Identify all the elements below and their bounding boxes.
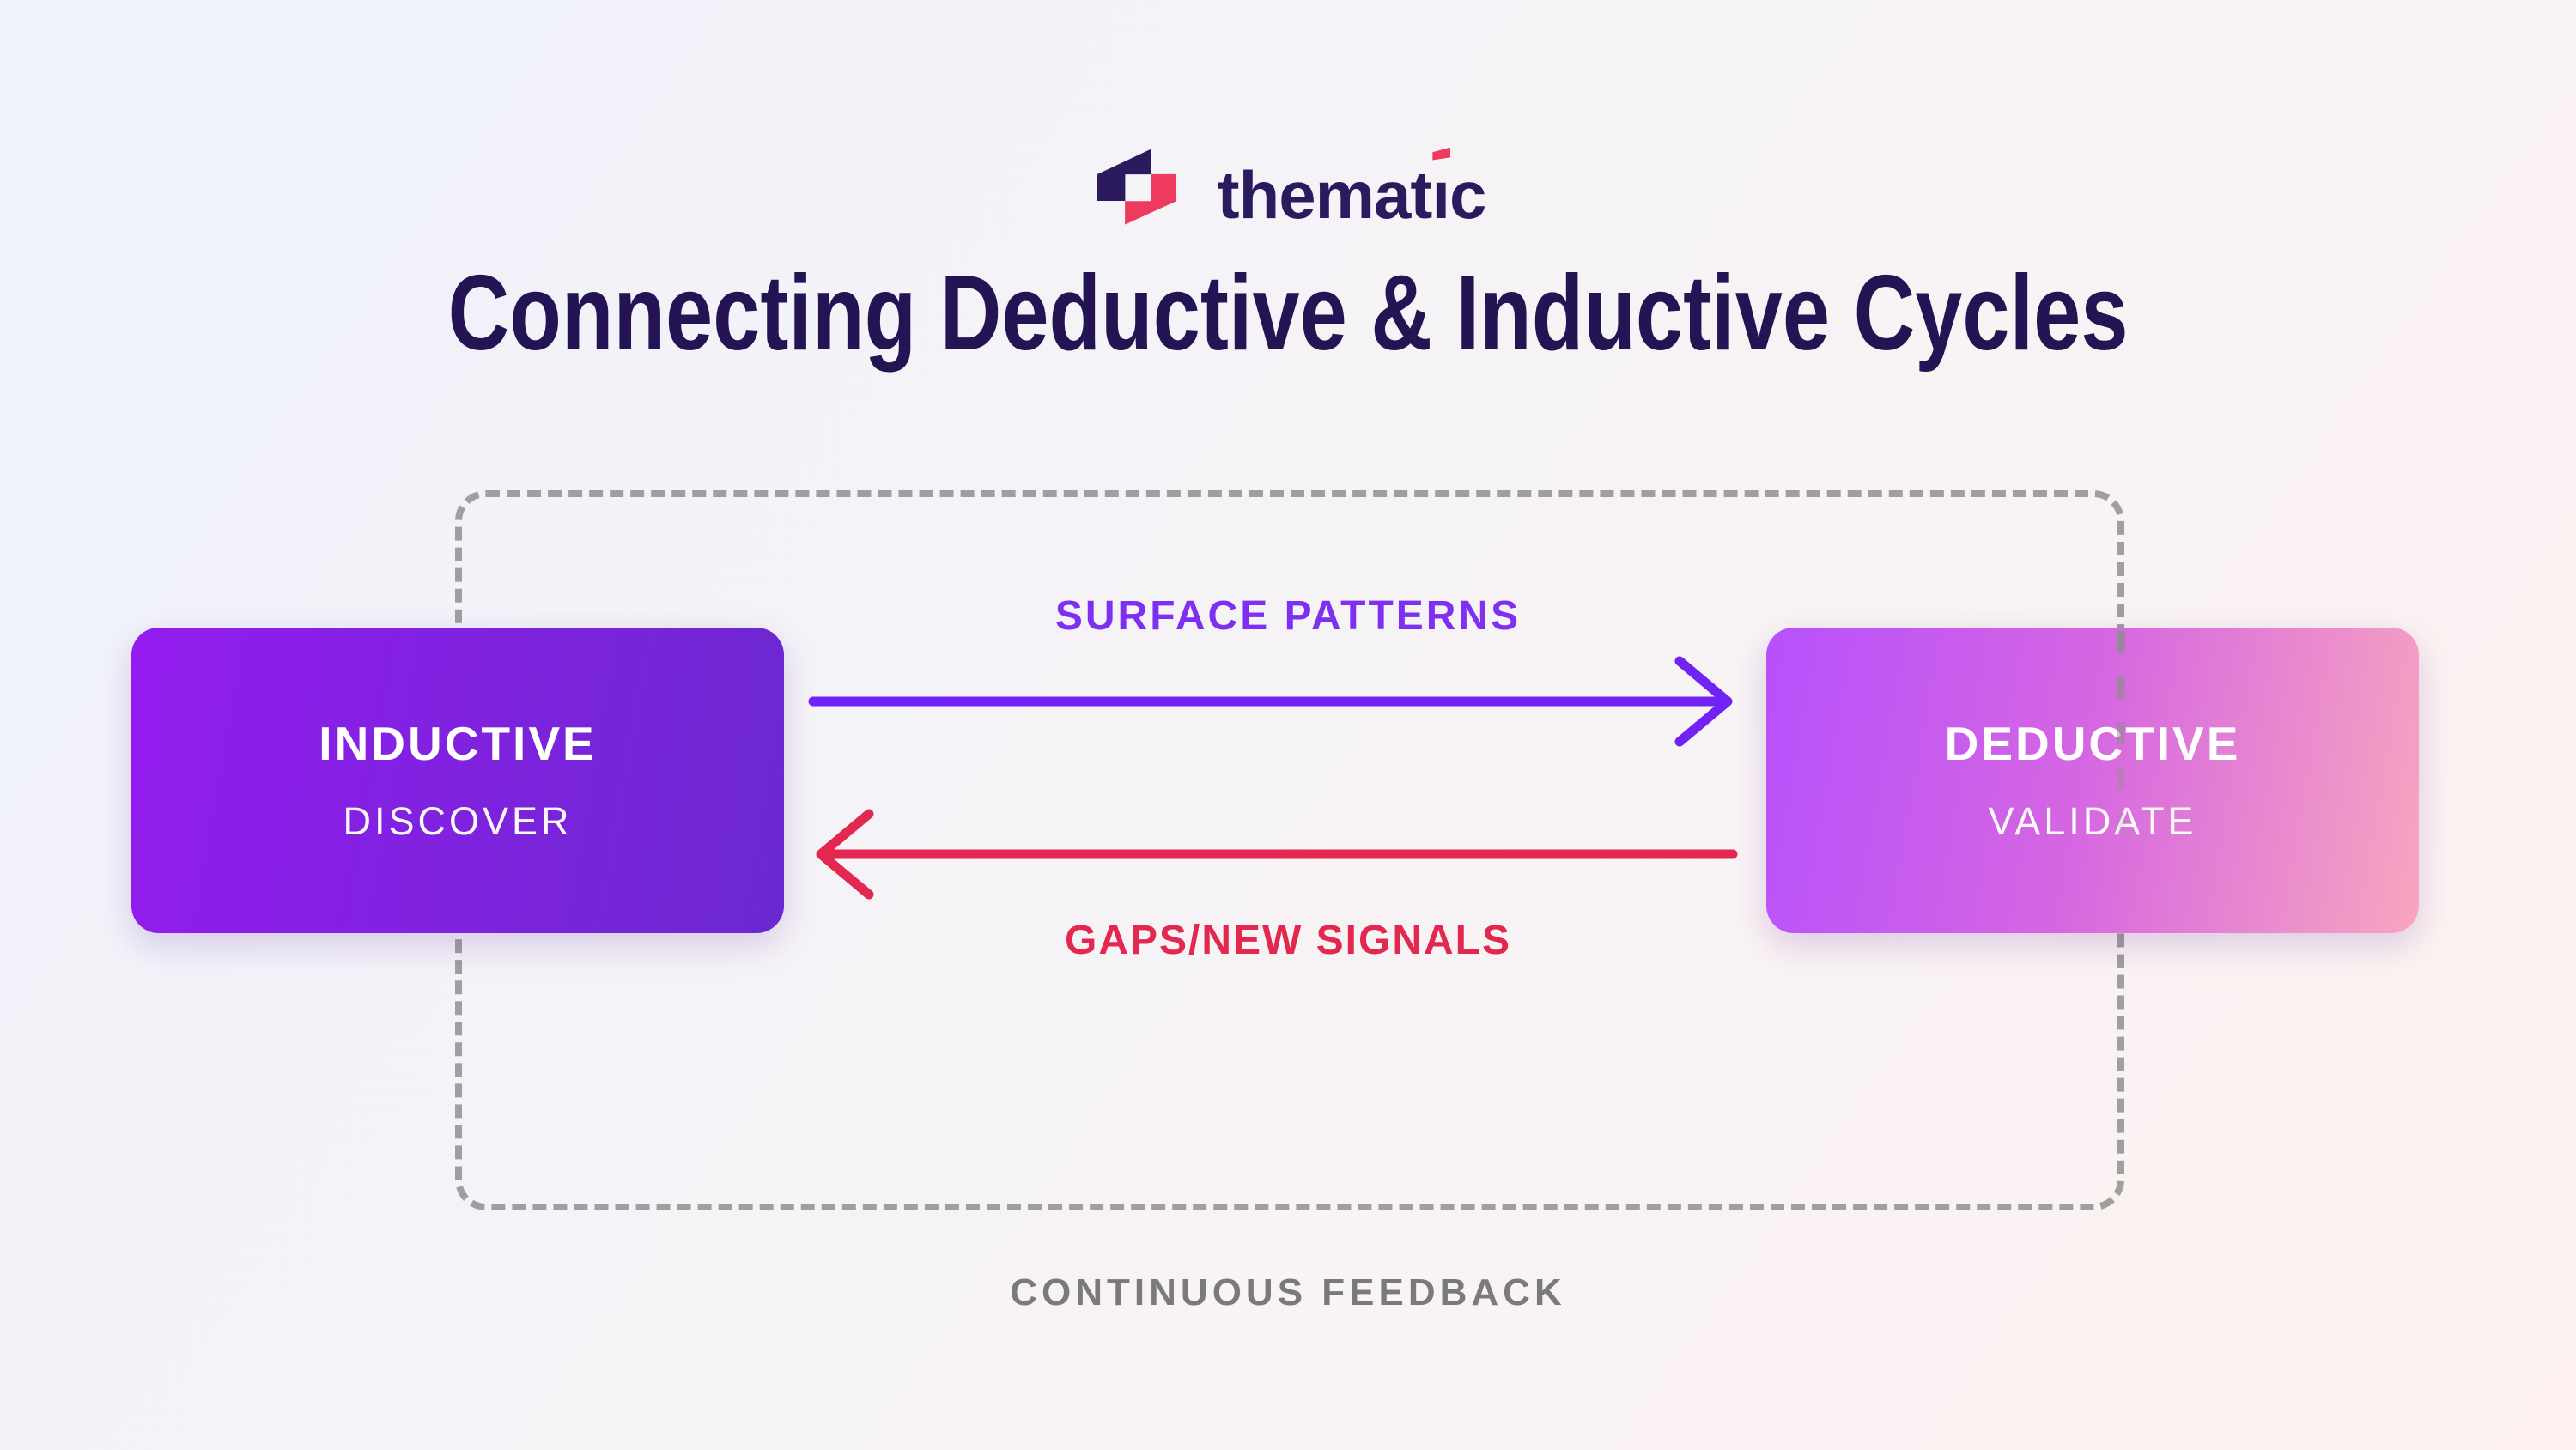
wordmark-post: c bbox=[1449, 156, 1486, 233]
thematic-logo-icon bbox=[1091, 144, 1195, 233]
deductive-subtitle: VALIDATE bbox=[1988, 799, 2197, 843]
inductive-title: INDUCTIVE bbox=[319, 717, 597, 770]
wordmark-i: ı bbox=[1431, 156, 1450, 233]
page-title: Connecting Deductive & Inductive Cycles bbox=[447, 254, 2129, 373]
inductive-node: INDUCTIVE DISCOVER bbox=[131, 628, 784, 933]
inductive-subtitle: DISCOVER bbox=[343, 799, 573, 843]
backward-arrow-label: GAPS/NEW SIGNALS bbox=[1064, 918, 1512, 963]
wordmark-i-wrap: ı bbox=[1431, 147, 1451, 228]
deductive-title: DEDUCTIVE bbox=[1944, 717, 2241, 770]
wordmark-pre: themat bbox=[1217, 156, 1433, 233]
deductive-node: DEDUCTIVE VALIDATE bbox=[1766, 628, 2419, 933]
continuous-feedback-label: CONTINUOUS FEEDBACK bbox=[1010, 1271, 1566, 1313]
forward-arrow-label: SURFACE PATTERNS bbox=[1054, 593, 1522, 639]
